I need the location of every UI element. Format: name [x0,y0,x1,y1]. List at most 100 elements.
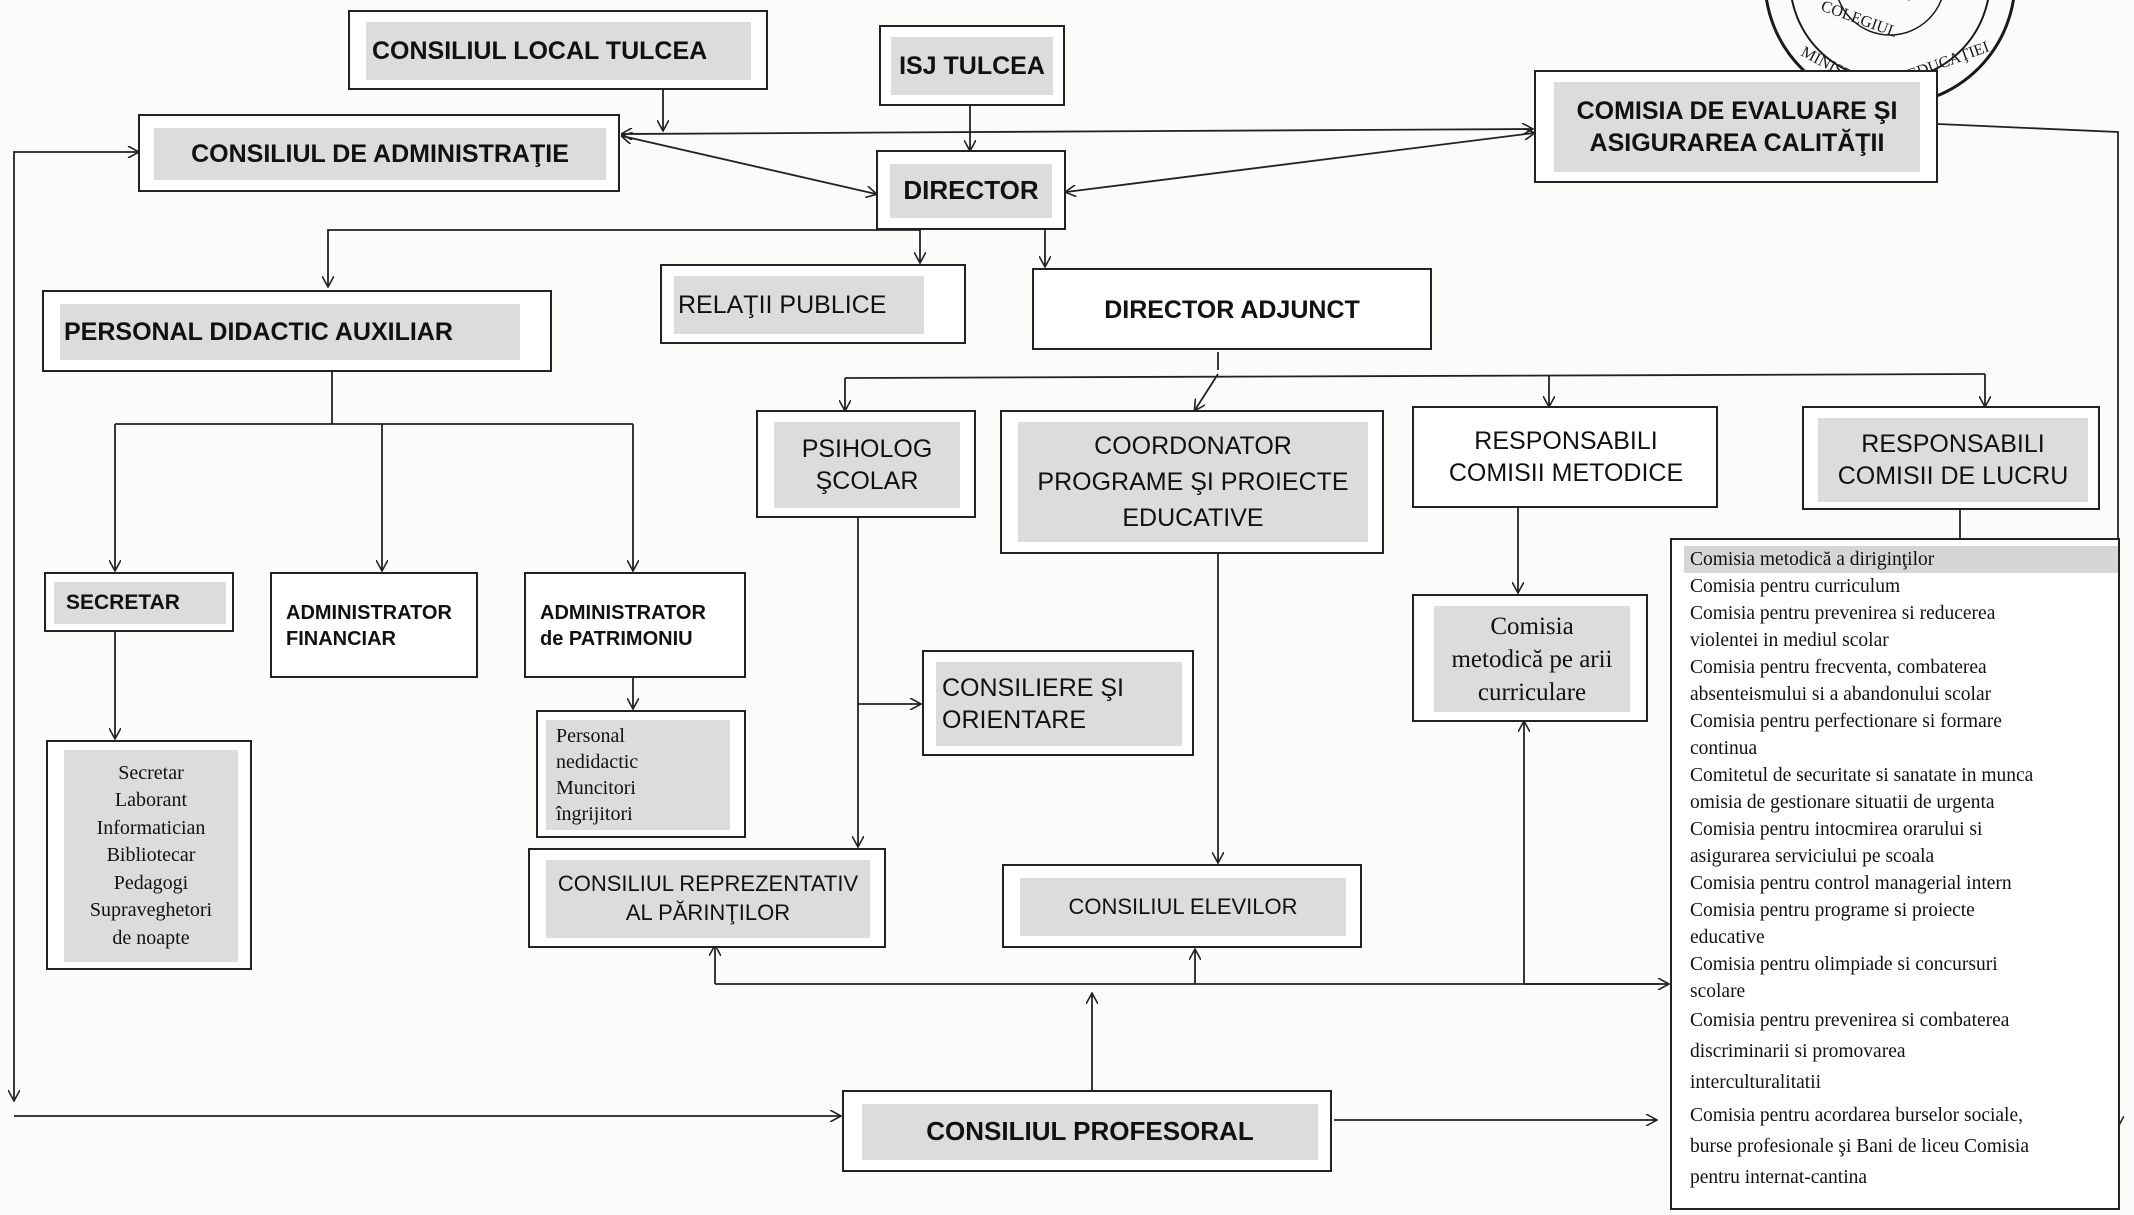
committee-item: Comisia pentru acordarea burselor social… [1690,1105,2023,1126]
consiliere-line1: CONSILIERE ŞI [942,673,1124,702]
committee-item: asigurarea serviciului pe scoala [1690,846,1935,867]
consiliul-elevilor-box[interactable]: CONSILIUL ELEVILOR [1002,864,1362,948]
consiliere-orientare-box[interactable]: CONSILIERE ŞI ORIENTARE [922,650,1194,756]
committee-item: Comisia pentru control managerial intern [1690,873,2012,894]
staff-item: de noapte [112,926,190,949]
director-box[interactable]: DIRECTOR [876,150,1066,230]
admin-patrimoniu-box[interactable]: ADMINISTRATOR de PATRIMONIU [524,572,746,678]
isj-tulcea-box[interactable]: ISJ TULCEA [879,25,1065,106]
director-label: DIRECTOR [890,164,1052,218]
admin-financiar-line1: ADMINISTRATOR [286,602,452,624]
comisia-arii-line2: metodică pe arii [1451,645,1613,673]
committee-item: continua [1690,738,1758,759]
staff-item: Secretar [118,761,184,784]
consiliul-administratie-box[interactable]: CONSILIUL DE ADMINISTRAŢIE [138,114,620,192]
director-adjunct-label: DIRECTOR ADJUNCT [1104,295,1360,324]
personal-nedidactic-list: Personal nedidactic Muncitori îngrijitor… [546,720,730,830]
consiliul-profesoral-box[interactable]: CONSILIUL PROFESORAL [842,1090,1332,1172]
coordonator-label: COORDONATOR PROGRAME ŞI PROIECTE EDUCATI… [1018,422,1368,542]
staff-item: Pedagogi [113,871,189,894]
committee-item: omisia de gestionare situatii de urgenta [1690,792,1995,813]
nedidactic-item: Muncitori [556,777,636,799]
admin-financiar-box[interactable]: ADMINISTRATOR FINANCIAR [270,572,478,678]
comisia-evaluare-box[interactable]: COMISIA DE EVALUARE ŞI ASIGURAREA CALITĂ… [1534,70,1938,183]
staff-item: Informatician [96,816,206,839]
comisia-evaluare-line1: COMISIA DE EVALUARE ŞI [1576,96,1898,125]
committee-item: educative [1690,927,1765,948]
nedidactic-item: îngrijitori [556,803,633,825]
secretariat-staff-box: Secretar Laborant Informatician Bibliote… [46,740,252,970]
committees-list: Comisia metodică a diriginţilor Comisia … [1670,538,2120,1210]
psiholog-line1: PSIHOLOG [801,434,933,463]
consiliul-profesoral-label: CONSILIUL PROFESORAL [862,1104,1318,1160]
admin-patrimoniu-label: ADMINISTRATOR de PATRIMONIU [540,584,736,668]
coordonator-box[interactable]: COORDONATOR PROGRAME ŞI PROIECTE EDUCATI… [1000,410,1384,554]
nedidactic-item: nedidactic [556,751,639,773]
committee-item: absenteismului si a abandonului scolar [1690,684,1992,705]
committee-item: violentei in mediul scolar [1690,630,1889,651]
committee-item: Comisia pentru curriculum [1690,576,1901,597]
admin-patrimoniu-line1: ADMINISTRATOR [540,602,706,624]
psiholog-scolar-box[interactable]: PSIHOLOG ŞCOLAR [756,410,976,518]
resp-lucru-line1: RESPONSABILI [1861,429,2045,458]
resp-metodice-line1: RESPONSABILI [1474,426,1658,455]
committee-item: Comisia pentru perfectionare si formare [1690,711,2002,732]
resp-comisii-metodice-label: RESPONSABILI COMISII METODICE [1422,414,1710,500]
consiliul-parinti-line1: CONSILIUL REPREZENTATIV [557,871,859,897]
consiliul-parinti-line2: AL PĂRINŢILOR [625,900,791,925]
psiholog-line2: ŞCOLAR [815,467,919,495]
committee-item: Comisia pentru intocmirea orarului si [1690,819,1983,840]
committee-item: Comitetul de securitate si sanatate in m… [1690,765,2034,786]
coordonator-line2: PROGRAME ŞI PROIECTE [1037,467,1349,496]
secretar-label: SECRETAR [54,582,226,624]
personal-nedidactic-box: Personal nedidactic Muncitori îngrijitor… [536,710,746,838]
comisia-evaluare-line2: ASIGURAREA CALITĂŢII [1589,129,1885,157]
consiliere-line2: ORIENTARE [942,706,1086,734]
director-adjunct-box[interactable]: DIRECTOR ADJUNCT [1032,268,1432,350]
committee-item: discriminarii si promovarea [1690,1041,1906,1062]
resp-comisii-lucru-label: RESPONSABILI COMISII DE LUCRU [1818,418,2088,502]
resp-comisii-lucru-box[interactable]: RESPONSABILI COMISII DE LUCRU [1802,406,2100,510]
secretar-box[interactable]: SECRETAR [44,572,234,632]
committee-item: burse profesionale şi Bani de liceu Comi… [1690,1136,2030,1157]
staff-item: Bibliotecar [106,844,196,867]
consiliul-parinti-label: CONSILIUL REPREZENTATIV AL PĂRINŢILOR [546,860,870,938]
comisia-evaluare-label: COMISIA DE EVALUARE ŞI ASIGURAREA CALITĂ… [1554,82,1920,172]
comisia-arii-line1: Comisia [1490,612,1574,640]
coordonator-line3: EDUCATIVE [1122,504,1264,533]
resp-comisii-metodice-box[interactable]: RESPONSABILI COMISII METODICE [1412,406,1718,508]
secretariat-staff-list: Secretar Laborant Informatician Bibliote… [64,750,238,962]
personal-didactic-label: PERSONAL DIDACTIC AUXILIAR [60,304,520,360]
committee-item: scolare [1690,981,1746,1002]
personal-didactic-box[interactable]: PERSONAL DIDACTIC AUXILIAR [42,290,552,372]
resp-lucru-line2: COMISII DE LUCRU [1837,462,2069,490]
consiliul-parinti-box[interactable]: CONSILIUL REPREZENTATIV AL PĂRINŢILOR [528,848,886,948]
relatii-publice-box[interactable]: RELAŢII PUBLICE [660,264,966,344]
nedidactic-item: Personal [556,725,625,747]
staff-item: Supraveghetori [89,899,213,922]
consiliul-administratie-label: CONSILIUL DE ADMINISTRAŢIE [154,128,606,180]
committee-item: Comisia pentru programe si proiecte [1690,900,1975,921]
consiliere-orientare-label: CONSILIERE ŞI ORIENTARE [936,662,1182,746]
relatii-publice-label: RELAŢII PUBLICE [674,276,924,334]
staff-item: Laborant [114,789,188,812]
committee-item: Comisia pentru olimpiade si concursuri [1690,954,1998,975]
consiliul-local-label: CONSILIUL LOCAL TULCEA [366,22,751,80]
comisia-arii-curriculare-box[interactable]: Comisia metodică pe arii curriculare [1412,594,1648,722]
committee-item: Comisia metodică a diriginţilor [1684,546,2118,573]
comisia-arii-line3: curriculare [1477,678,1587,706]
isj-tulcea-label: ISJ TULCEA [891,37,1053,95]
psiholog-scolar-label: PSIHOLOG ŞCOLAR [774,422,960,508]
committee-item: Comisia pentru frecventa, combaterea [1690,657,1987,678]
comisia-arii-curriculare-label: Comisia metodică pe arii curriculare [1434,606,1630,712]
admin-financiar-label: ADMINISTRATOR FINANCIAR [286,584,466,668]
admin-patrimoniu-line2: de PATRIMONIU [540,628,693,650]
committee-item: Comisia pentru prevenirea si reducerea [1690,603,1996,624]
committee-item: interculturalitatii [1690,1072,1822,1093]
resp-metodice-line2: COMISII METODICE [1448,459,1684,487]
admin-financiar-line2: FINANCIAR [286,628,396,650]
consiliul-local-box[interactable]: CONSILIUL LOCAL TULCEA [348,10,768,90]
committee-item: Comisia pentru prevenirea si combaterea [1690,1010,2010,1031]
consiliul-elevilor-label: CONSILIUL ELEVILOR [1020,878,1346,936]
